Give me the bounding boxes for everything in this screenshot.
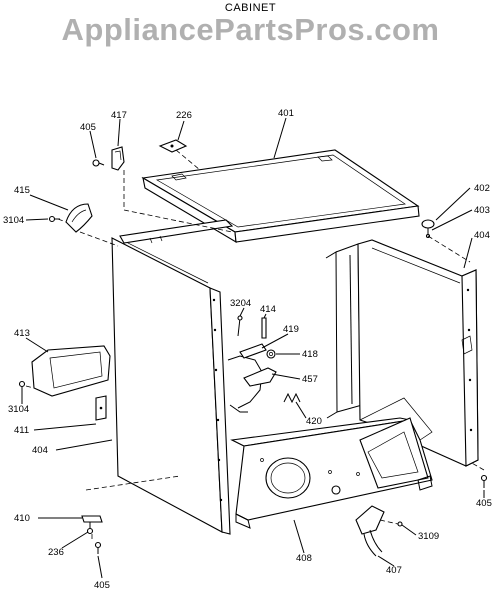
part-3204-screw (237, 315, 243, 337)
part-405-screw-bottom (94, 541, 102, 554)
base-bulkhead (230, 397, 433, 529)
callout-405: 405 (94, 580, 110, 591)
part-410-foot (81, 515, 103, 535)
part-402-403-button (421, 219, 435, 239)
callout-226: 226 (176, 110, 192, 121)
part-417-bracket (111, 146, 125, 171)
callout-236: 236 (48, 547, 64, 558)
part-405-screw-right (480, 474, 488, 488)
callout-404: 404 (474, 230, 490, 241)
callout-408: 408 (296, 553, 312, 564)
callout-405: 405 (476, 498, 492, 509)
callout-403: 403 (474, 205, 490, 216)
callout-3109: 3109 (418, 531, 439, 542)
callout-415: 415 (14, 185, 30, 196)
callout-labels: 405 417 226 401 415 3104 402 403 404 320… (3, 108, 492, 591)
callout-402: 402 (474, 183, 490, 194)
part-405-screw-top (92, 159, 105, 167)
callout-417: 417 (111, 110, 127, 121)
callout-405: 405 (80, 122, 96, 133)
callout-457: 457 (302, 374, 318, 385)
part-407-harness (355, 505, 385, 557)
left-side-panel (111, 237, 231, 535)
callout-404: 404 (32, 445, 48, 456)
callout-3204: 3204 (230, 298, 251, 309)
callout-418: 418 (302, 349, 318, 360)
part-419-switch (239, 343, 267, 359)
part-414-pin (261, 317, 267, 339)
part-3109-screw (397, 521, 403, 527)
top-front-brace (119, 219, 234, 244)
callout-411: 411 (14, 425, 29, 436)
right-side-panel (357, 239, 479, 467)
part-413-bracket (31, 345, 111, 397)
part-420-spring (283, 392, 301, 404)
leader-lines (21, 117, 485, 579)
top-panel (141, 149, 420, 244)
assembly-lines (25, 149, 485, 540)
callout-410: 410 (14, 513, 30, 524)
callout-407: 407 (386, 565, 402, 576)
callout-419: 419 (283, 324, 299, 335)
diagram-title: CABINET (224, 2, 277, 14)
part-226-clip (158, 139, 188, 153)
part-411-clip (95, 395, 107, 421)
callout-413: 413 (14, 328, 30, 339)
callout-401: 401 (278, 108, 294, 119)
callout-3104: 3104 (3, 215, 24, 226)
watermark: AppliancePartsPros.com (61, 12, 440, 47)
part-3104-screw-top (48, 215, 60, 223)
callout-414: 414 (260, 304, 276, 315)
callout-3104: 3104 (8, 404, 29, 415)
part-415-cover (65, 203, 93, 233)
callout-420: 420 (306, 416, 322, 427)
part-457-latch (243, 367, 277, 387)
part-418-nut (266, 349, 276, 359)
